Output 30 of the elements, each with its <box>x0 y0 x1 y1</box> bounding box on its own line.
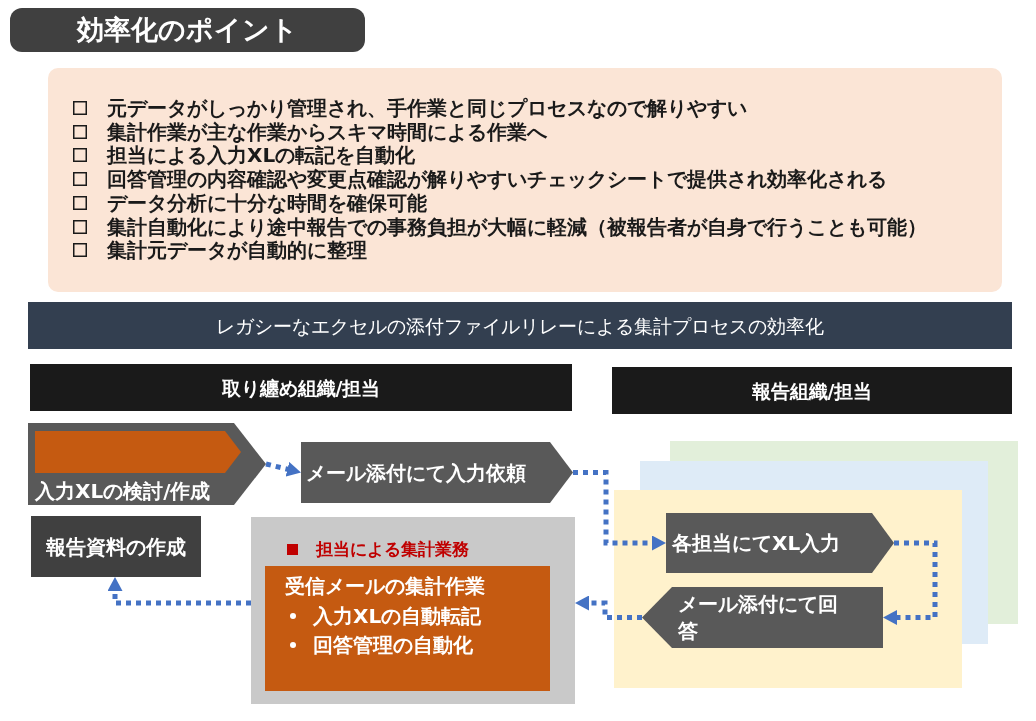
task-title: 受信メールの集計作業 <box>285 573 485 600</box>
panel-heading: 担当による集計業務 <box>316 538 469 561</box>
list-item: 回答管理の自動化 <box>313 632 473 659</box>
task-box <box>265 566 550 691</box>
column-header: 報告組織/担当 <box>612 367 1012 414</box>
checklist-item: 回答管理の内容確認や変更点確認が解りやすいチェックシートで提供され効率化される <box>107 167 887 192</box>
checklist-item: 担当による入力XLの転記を自動化 <box>107 143 416 168</box>
process-pentagon: メール添付にて回答 <box>642 587 883 648</box>
task-panel <box>251 517 575 704</box>
connector-arrow <box>883 540 938 625</box>
connector-arrow <box>575 595 642 620</box>
section-banner: レガシーなエクセルの添付ファイルリレーによる集計プロセスの効率化 <box>28 302 1012 349</box>
title-banner: 効率化のポイント <box>10 8 365 52</box>
process-pentagon <box>28 423 266 505</box>
connector-arrow <box>107 577 251 606</box>
checklist-item: データ分析に十分な時間を確保可能 <box>107 190 427 215</box>
list-item: 入力XLの自動転記 <box>313 602 482 630</box>
checklist-item: 元データがしっかり管理され、手作業と同じプロセスなので解りやすい <box>107 96 747 120</box>
checklist-item: 集計元データが自動的に整理 <box>107 238 367 263</box>
step-label: 入力XLの検討/作成 <box>35 478 211 504</box>
process-pentagon: メール添付にて入力依頼 <box>301 442 573 503</box>
checklist-item: 集計自動化により途中報告での事務負担が大幅に軽減（被報告者が自身で行うことも可能） <box>107 214 927 239</box>
column-header: 取り纏め組織/担当 <box>30 364 572 411</box>
connector-arrow <box>265 461 301 477</box>
connector-arrow <box>573 470 666 551</box>
checklist-item: 集計作業が主な作業からスキマ時間による作業へ <box>107 119 547 144</box>
process-box: 報告資料の作成 <box>31 516 201 577</box>
note-panel <box>48 68 1002 292</box>
process-pentagon: 各担当にてXL入力 <box>666 513 894 573</box>
highlight-tag <box>35 431 241 473</box>
